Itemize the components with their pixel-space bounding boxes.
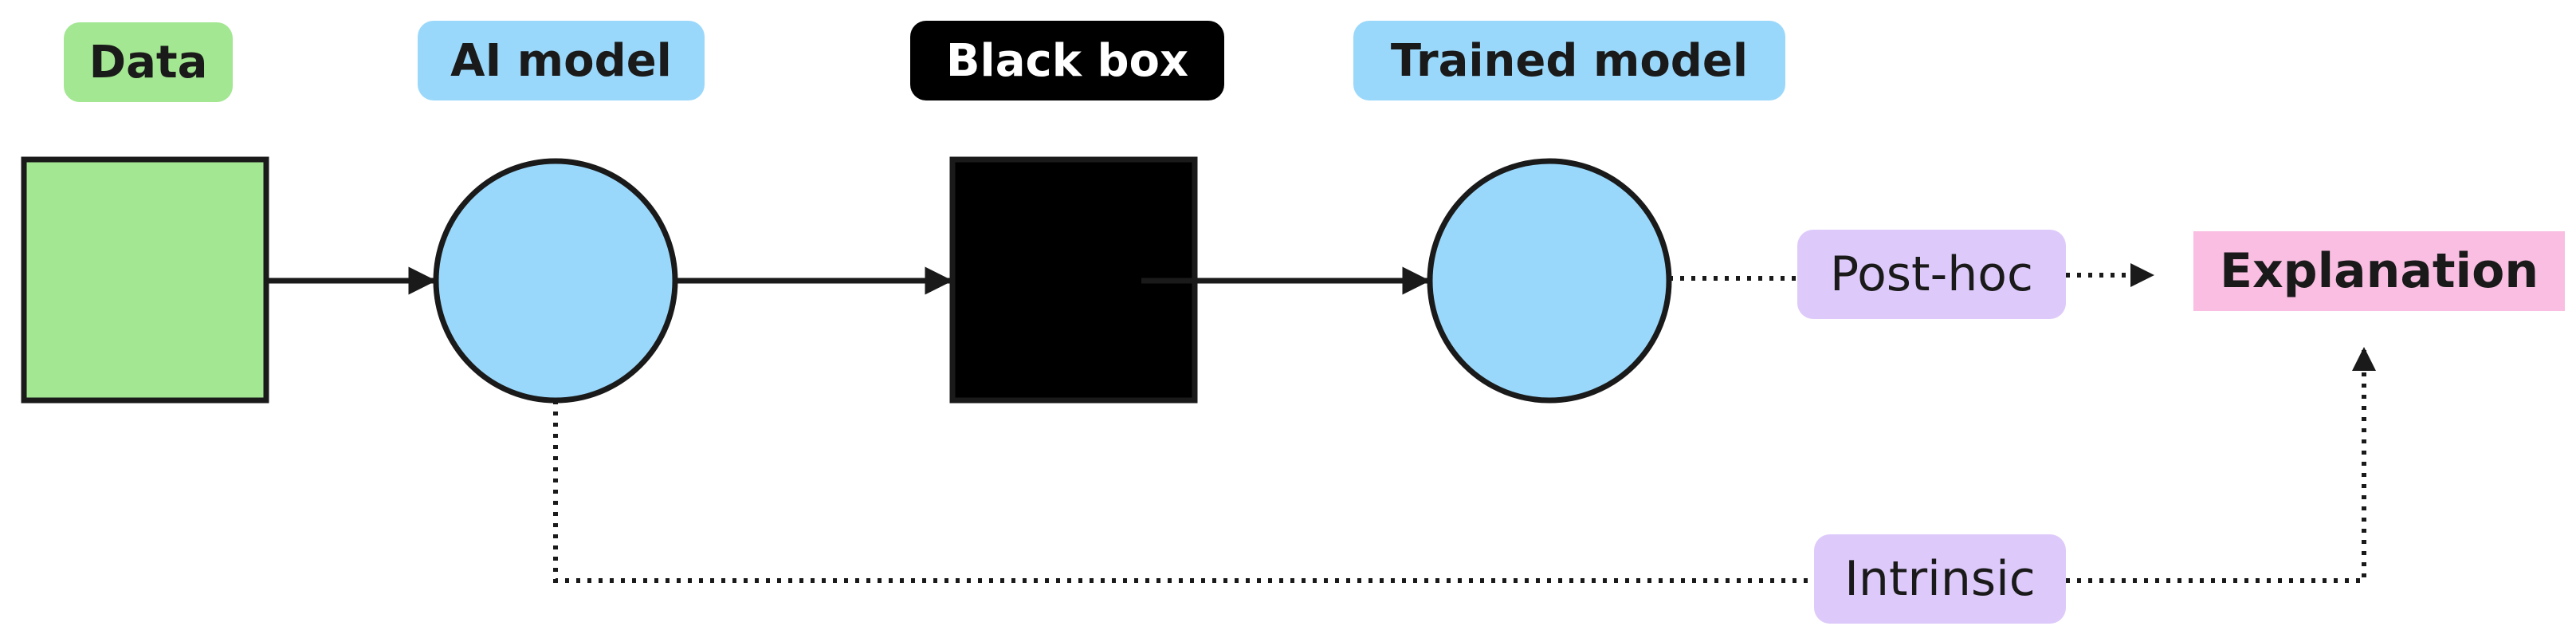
ai-model-node: [433, 158, 678, 404]
trained-model-label: Trained model: [1353, 21, 1785, 100]
explanation-label: Explanation: [2193, 231, 2565, 311]
trained-model-node: [1427, 158, 1672, 404]
dotted-line-ai-model-to-intrinsic: [553, 400, 1814, 583]
data-node: [21, 156, 269, 404]
ai-model-label: AI model: [418, 21, 705, 100]
post-hoc-label: Post-hoc: [1797, 230, 2066, 319]
dotted-arrow-intrinsic-to-explanation: [2066, 347, 2376, 583]
data-label: Data: [64, 22, 233, 102]
black-box-label: Black box: [910, 21, 1224, 100]
intrinsic-label: Intrinsic: [1814, 534, 2066, 624]
